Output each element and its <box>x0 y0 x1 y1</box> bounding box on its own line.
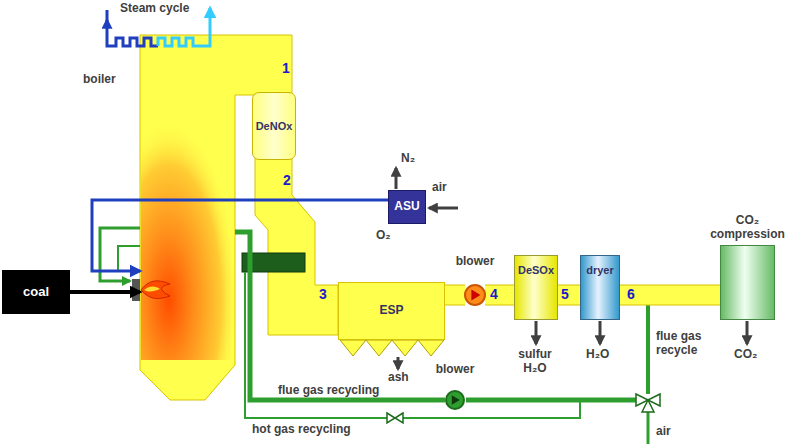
output-arrows <box>599 321 602 344</box>
fuel-feed-arrow <box>70 290 140 294</box>
line-label: flue gas recycling <box>278 384 379 398</box>
callout-number: 6 <box>627 286 635 302</box>
output-arrows <box>429 207 458 210</box>
stream-label: O₂ <box>376 229 391 243</box>
flue-gas-duct <box>619 285 721 305</box>
esp-hoppers <box>340 340 366 356</box>
blower-symbol <box>466 286 484 304</box>
node-text: ASU <box>394 200 419 214</box>
flue-gas-recycle-lines <box>647 412 650 444</box>
stream-label: H₂O <box>586 348 609 362</box>
callout-number: 3 <box>319 286 327 302</box>
valve-symbol <box>642 400 654 412</box>
boiler-body <box>140 35 338 400</box>
node-text: blower <box>456 255 495 269</box>
desox-unit: DeSOx <box>514 255 558 320</box>
callout-number: 5 <box>561 286 569 302</box>
node-text: DeSOx <box>518 264 554 277</box>
flue-gas-duct <box>557 285 581 305</box>
dryer-unit: dryer <box>580 255 620 320</box>
steam-coil <box>106 20 109 24</box>
flue-gas-duct <box>485 285 515 305</box>
boiler-shape: boiler <box>140 35 235 400</box>
valve-symbol <box>395 413 403 423</box>
output-arrows <box>746 321 749 344</box>
output-arrows <box>397 357 400 369</box>
stream-label: CO₂ <box>734 348 757 362</box>
output-arrows <box>396 168 747 369</box>
node-text: CO₂ compression <box>706 214 790 242</box>
esp-hoppers <box>366 340 392 356</box>
blower-symbol <box>447 392 463 408</box>
node-text: ESP <box>379 304 403 318</box>
steam-coil <box>107 10 158 46</box>
recycle-inlet-lines <box>118 246 140 272</box>
flue-gas-recycle-line <box>235 232 445 400</box>
node-text: dryer <box>586 264 614 277</box>
flue-gas-recycle-lines <box>466 398 636 403</box>
oxygen-line <box>92 200 388 271</box>
duct-outline <box>444 285 465 305</box>
output-arrows <box>535 321 538 344</box>
stream-label: air <box>432 181 447 195</box>
boiler-body <box>140 35 338 400</box>
burner <box>144 287 160 292</box>
duct-outline <box>619 285 721 305</box>
burner <box>141 281 170 299</box>
flue-gas-recycle-lines <box>646 305 650 394</box>
system-label: Steam cycle <box>120 2 189 16</box>
esp-hoppers <box>340 340 444 356</box>
blower-symbol <box>452 395 460 405</box>
stream-label: air <box>656 425 671 439</box>
callout-number: 4 <box>490 286 498 302</box>
denox-unit: DeNOx <box>252 92 297 160</box>
duct-outline <box>485 285 515 305</box>
callout-number: 1 <box>282 60 290 76</box>
output-arrows <box>395 168 398 189</box>
line-label: hot gas recycling <box>252 423 351 437</box>
esp-unit: ESP <box>338 282 445 340</box>
asu-box: ASU <box>388 190 426 224</box>
blower-symbol <box>471 290 480 301</box>
stream-label: sulfur H₂O <box>512 348 558 376</box>
esp-hoppers <box>418 340 444 356</box>
blower-circle: blower <box>464 284 486 306</box>
stream-label: flue gas recycle <box>656 330 716 358</box>
flue-gas-duct <box>444 285 465 305</box>
node-text: coal <box>23 285 49 300</box>
node-text: DeNOx <box>256 120 293 133</box>
node-text: boiler <box>83 73 116 87</box>
node-text: blower <box>436 363 475 377</box>
compression-unit: CO₂ compression <box>720 245 775 320</box>
fuel-box: coal <box>2 270 70 314</box>
callout-number: 2 <box>283 172 291 188</box>
stream-label: N₂ <box>401 152 415 166</box>
duct-outline <box>557 285 581 305</box>
blower-circle: blower <box>445 390 465 410</box>
stream-label: ash <box>388 371 409 385</box>
recycle-inlet-lines <box>100 228 140 281</box>
esp-hoppers <box>392 340 418 356</box>
recycle-inlet-lines <box>100 228 140 281</box>
boiler-body <box>141 120 234 360</box>
